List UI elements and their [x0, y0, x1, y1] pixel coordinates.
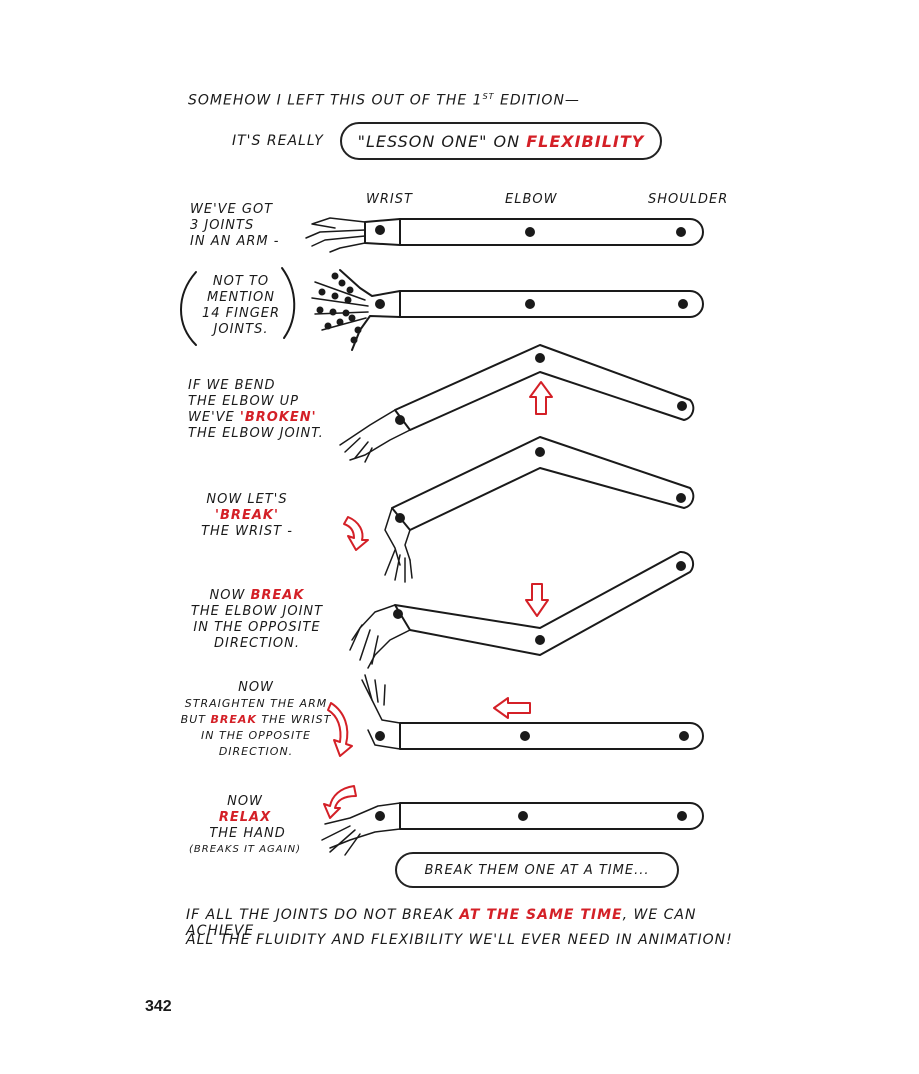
caption-line: direction.	[182, 636, 332, 652]
relax-text: relax	[219, 810, 271, 825]
caption-text: the hand	[204, 826, 286, 841]
caption-three-joints: We've got 3 joints in an arm -	[190, 202, 300, 250]
caption-line: we've 'broken'	[188, 410, 328, 426]
caption-text: Now	[210, 588, 251, 603]
caption-opposite: Now break the elbow joint in the opposit…	[182, 588, 332, 652]
lesson-on-text: on	[487, 132, 526, 151]
arrow-down-icon	[526, 584, 548, 616]
arm-straight-fingers	[312, 270, 703, 350]
header-line: Somehow I left this out of the 1st Editi…	[188, 92, 580, 109]
caption-line: joints.	[196, 322, 286, 338]
footer-line-2: all the fluidity and flexibility we'll e…	[186, 932, 766, 948]
left-paren	[181, 272, 196, 345]
curved-arrow-down-icon	[344, 517, 368, 550]
arm-elbow-up	[340, 345, 693, 462]
caption-line: direction.	[176, 744, 336, 760]
caption-line: Now	[176, 680, 336, 696]
caption-line: 3 joints	[190, 218, 300, 234]
caption-line: Not to	[196, 274, 286, 290]
caption-line: relax the hand	[180, 810, 310, 842]
caption-line: but break the wrist	[176, 712, 336, 728]
caption-line: If we bend	[188, 378, 328, 394]
caption-text: the wrist	[257, 713, 331, 726]
caption-line: the elbow joint.	[188, 426, 328, 442]
caption-text: we've	[188, 410, 240, 425]
one-at-a-time-pill: Break them one at a time...	[395, 852, 679, 888]
caption-relax: Now relax the hand (breaks it again)	[180, 794, 310, 858]
caption-break-wrist: Now let's 'break' the wrist -	[192, 492, 302, 540]
its-really-label: It's Really	[232, 133, 324, 149]
caption-line: (breaks it again)	[180, 842, 310, 858]
elbow-label: Elbow	[505, 192, 557, 207]
caption-line: Now break	[182, 588, 332, 604]
header-text-end: Edition—	[495, 93, 580, 109]
arm-relaxed	[322, 803, 703, 855]
wrist-joint	[375, 225, 385, 235]
broken-text: 'broken'	[240, 410, 317, 425]
flexibility-text: Flexibility	[526, 132, 644, 151]
break-text: break	[211, 713, 257, 726]
caption-line: straighten the arm	[176, 696, 336, 712]
arrow-left-icon	[494, 698, 530, 718]
header-text: Somehow I left this out of the 1	[188, 93, 483, 109]
caption-line: 14 finger	[196, 306, 286, 322]
caption-text: but	[181, 713, 211, 726]
arrow-up-icon	[530, 382, 552, 414]
break-text: break	[251, 588, 305, 603]
break-text: 'break'	[192, 508, 302, 524]
arm-straight-1	[306, 218, 703, 252]
caption-line: We've got	[190, 202, 300, 218]
shoulder-label: Shoulder	[648, 192, 728, 207]
lesson-one-text: "Lesson One"	[358, 132, 488, 151]
caption-line: mention	[196, 290, 286, 306]
elbow-joint	[525, 227, 535, 237]
caption-line: Now let's	[192, 492, 302, 508]
caption-line: the elbow up	[188, 394, 328, 410]
curved-arrow-relax-icon	[324, 786, 356, 818]
same-time-text: at the same time	[459, 907, 622, 923]
caption-line: the wrist -	[192, 524, 302, 540]
caption-line: in the opposite	[176, 728, 336, 744]
caption-line: Now	[180, 794, 310, 810]
lesson-one-pill: "Lesson One" on Flexibility	[340, 122, 662, 160]
header-sup: st	[483, 92, 495, 101]
caption-line: in the opposite	[182, 620, 332, 636]
footer-text: If all the joints do not break	[186, 907, 459, 923]
arm-wrist-up	[362, 675, 703, 749]
caption-line: in an arm -	[190, 234, 300, 250]
page-number: 342	[145, 998, 172, 1016]
arm-wrist-break	[385, 437, 693, 582]
shoulder-joint	[676, 227, 686, 237]
arm-elbow-down	[350, 552, 693, 668]
caption-bend-elbow: If we bend the elbow up we've 'broken' t…	[188, 378, 328, 442]
caption-line: the elbow joint	[182, 604, 332, 620]
caption-fingers: Not to mention 14 finger joints.	[196, 274, 286, 338]
wrist-label: Wrist	[366, 192, 413, 207]
caption-straighten: Now straighten the arm but break the wri…	[176, 680, 336, 760]
